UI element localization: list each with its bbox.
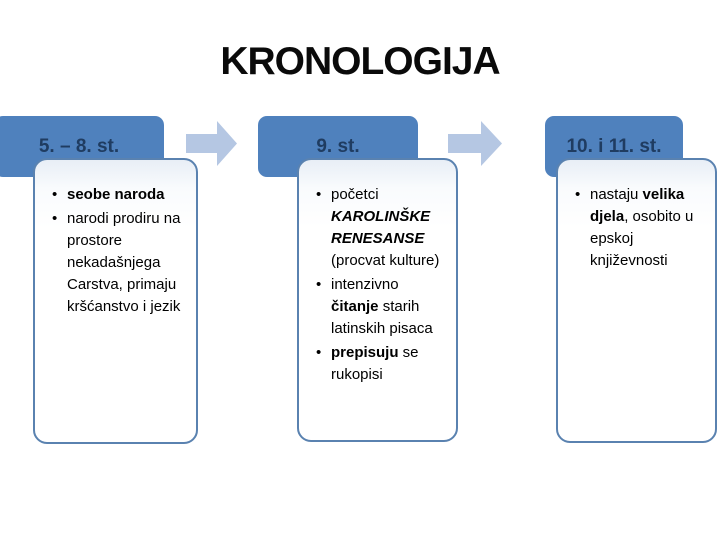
bullet-list-3: • nastaju velika djela, osobito u epskoj … <box>558 160 715 272</box>
bullet-item: • narodi prodiru na prostore nekadašnjega… <box>52 208 186 318</box>
slide-title: KRONOLOGIJA <box>220 40 500 83</box>
bullet-item: • nastaju velika djela, osobito u epskoj … <box>575 184 705 272</box>
bullet-text-segment: čitanje <box>331 298 379 315</box>
bullet-dot: • <box>316 344 322 361</box>
bullet-text-segment: (procvat kulture) <box>331 252 440 269</box>
bullet-text-segment: narodi prodiru na prostore nekadašnjega … <box>67 210 181 315</box>
timeline-header-1-label: 5. – 8. st. <box>38 135 120 157</box>
bullet-text-segment: seobe naroda <box>67 186 165 203</box>
bullet-item: • prepisuju se rukopisi <box>316 342 446 386</box>
bullet-dot: • <box>316 186 322 203</box>
bullet-dot: • <box>575 186 581 203</box>
bullet-item: • intenzivno čitanje starih latinskih pis… <box>316 274 446 340</box>
bullet-dot: • <box>52 210 58 227</box>
bullet-dot: • <box>316 276 322 293</box>
bullet-item: • seobe naroda <box>52 184 186 206</box>
arrow-right-icon <box>186 121 237 166</box>
arrow-right-icon <box>448 121 502 166</box>
timeline-box-1: • seobe naroda • narodi prodiru na prostore… <box>33 158 198 444</box>
bullet-list-1: • seobe naroda • narodi prodiru na prostore… <box>35 160 196 318</box>
bullet-text-segment: KAROLINŠKE RENESANSE <box>331 208 431 247</box>
bullet-text-segment: intenzivno <box>331 276 399 293</box>
timeline-header-2-label: 9. st. <box>316 135 360 157</box>
bullet-text-segment: se rukopisi <box>331 344 419 383</box>
bullet-text-segment: nastaju <box>590 186 643 203</box>
bullet-list-2: • početci KAROLINŠKE RENESANSE (procvat k… <box>299 160 456 386</box>
bullet-dot: • <box>52 186 58 203</box>
bullet-item: • početci KAROLINŠKE RENESANSE (procvat k… <box>316 184 446 272</box>
bullet-text-segment: starih latinskih pisaca <box>331 298 433 337</box>
bullet-text-segment: , osobito u epskoj književnosti <box>590 208 694 269</box>
timeline-header-3-label: 10. i 11. st. <box>566 135 662 157</box>
bullet-text-segment: prepisuju <box>331 344 399 361</box>
timeline-box-2: • početci KAROLINŠKE RENESANSE (procvat k… <box>297 158 458 442</box>
bullet-text-segment: velika djela <box>590 186 685 225</box>
timeline-box-3: • nastaju velika djela, osobito u epskoj … <box>556 158 717 443</box>
bullet-text-segment: početci <box>331 186 379 203</box>
